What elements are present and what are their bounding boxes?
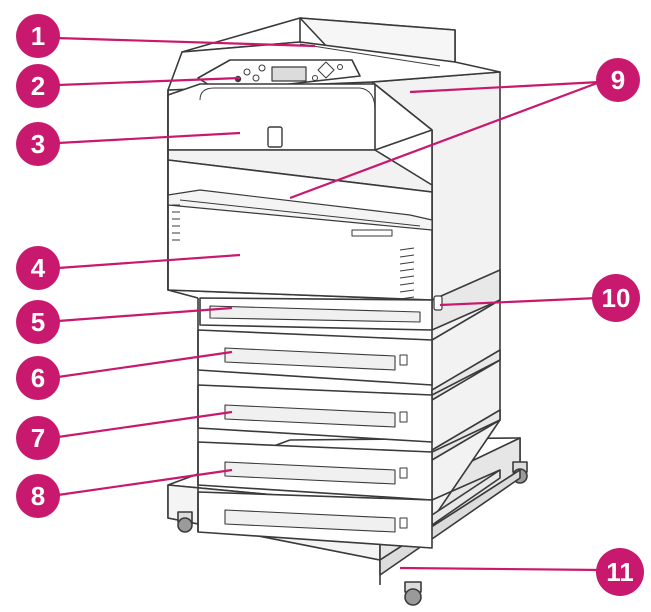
paper-size-dial-icon <box>399 354 408 366</box>
caster-wheel-icon <box>177 511 193 533</box>
callout-7: 7 <box>16 416 60 460</box>
leader-line-11 <box>399 566 603 572</box>
tray-3 <box>197 384 433 443</box>
leader-line-7 <box>57 410 233 439</box>
leader-lines <box>55 36 603 572</box>
callout-11: 11 <box>596 548 644 596</box>
leader-line-9a <box>409 80 601 94</box>
leader-line-5 <box>57 306 233 323</box>
leader-line-10 <box>439 296 599 307</box>
callout-number: 2 <box>31 71 45 101</box>
callout-3: 3 <box>16 122 60 166</box>
callout-number: 10 <box>602 283 631 313</box>
callout-1: 1 <box>16 14 60 58</box>
printer-body <box>167 17 528 606</box>
callouts: 1 2 3 4 5 6 7 8 <box>16 14 644 596</box>
callout-number: 9 <box>611 65 625 95</box>
power-switch <box>433 295 443 311</box>
callout-number: 4 <box>31 253 46 283</box>
leader-line-2 <box>57 76 241 87</box>
callout-2: 2 <box>16 64 60 108</box>
callout-number: 8 <box>31 481 45 511</box>
leader-line-4 <box>57 253 241 270</box>
paper-size-dial-icon <box>399 411 408 423</box>
side-vents <box>172 204 415 300</box>
callout-10: 10 <box>592 274 640 322</box>
callout-number: 1 <box>31 21 45 51</box>
tray-2 <box>197 329 433 386</box>
callout-number: 6 <box>31 363 45 393</box>
paper-size-dial-icon <box>399 517 408 529</box>
leader-line-9b <box>289 80 601 200</box>
callout-6: 6 <box>16 356 60 400</box>
leader-line-1 <box>55 36 316 48</box>
leader-line-8 <box>57 468 233 497</box>
callout-number: 3 <box>31 129 45 159</box>
callout-number: 7 <box>31 423 45 453</box>
callout-number: 5 <box>31 307 45 337</box>
leader-line-6 <box>57 350 233 379</box>
tray-5 <box>197 491 433 549</box>
callout-4: 4 <box>16 246 60 290</box>
callout-5: 5 <box>16 300 60 344</box>
callout-8: 8 <box>16 474 60 518</box>
caster-wheel-icon <box>404 581 422 606</box>
paper-size-dial-icon <box>399 467 408 479</box>
callout-9: 9 <box>596 58 640 102</box>
leader-line-3 <box>57 131 241 145</box>
callout-number: 11 <box>606 557 634 587</box>
